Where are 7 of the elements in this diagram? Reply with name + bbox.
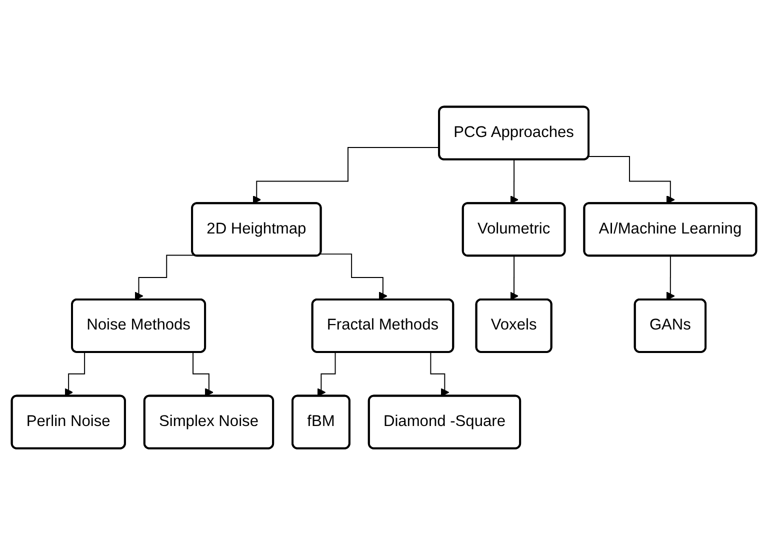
arrow bbox=[666, 256, 674, 301]
arrow bbox=[509, 160, 518, 204]
arrow bbox=[588, 156, 674, 204]
arrow bbox=[134, 255, 195, 301]
arrow bbox=[319, 254, 387, 301]
arrow bbox=[509, 256, 518, 301]
arrow bbox=[252, 148, 440, 204]
